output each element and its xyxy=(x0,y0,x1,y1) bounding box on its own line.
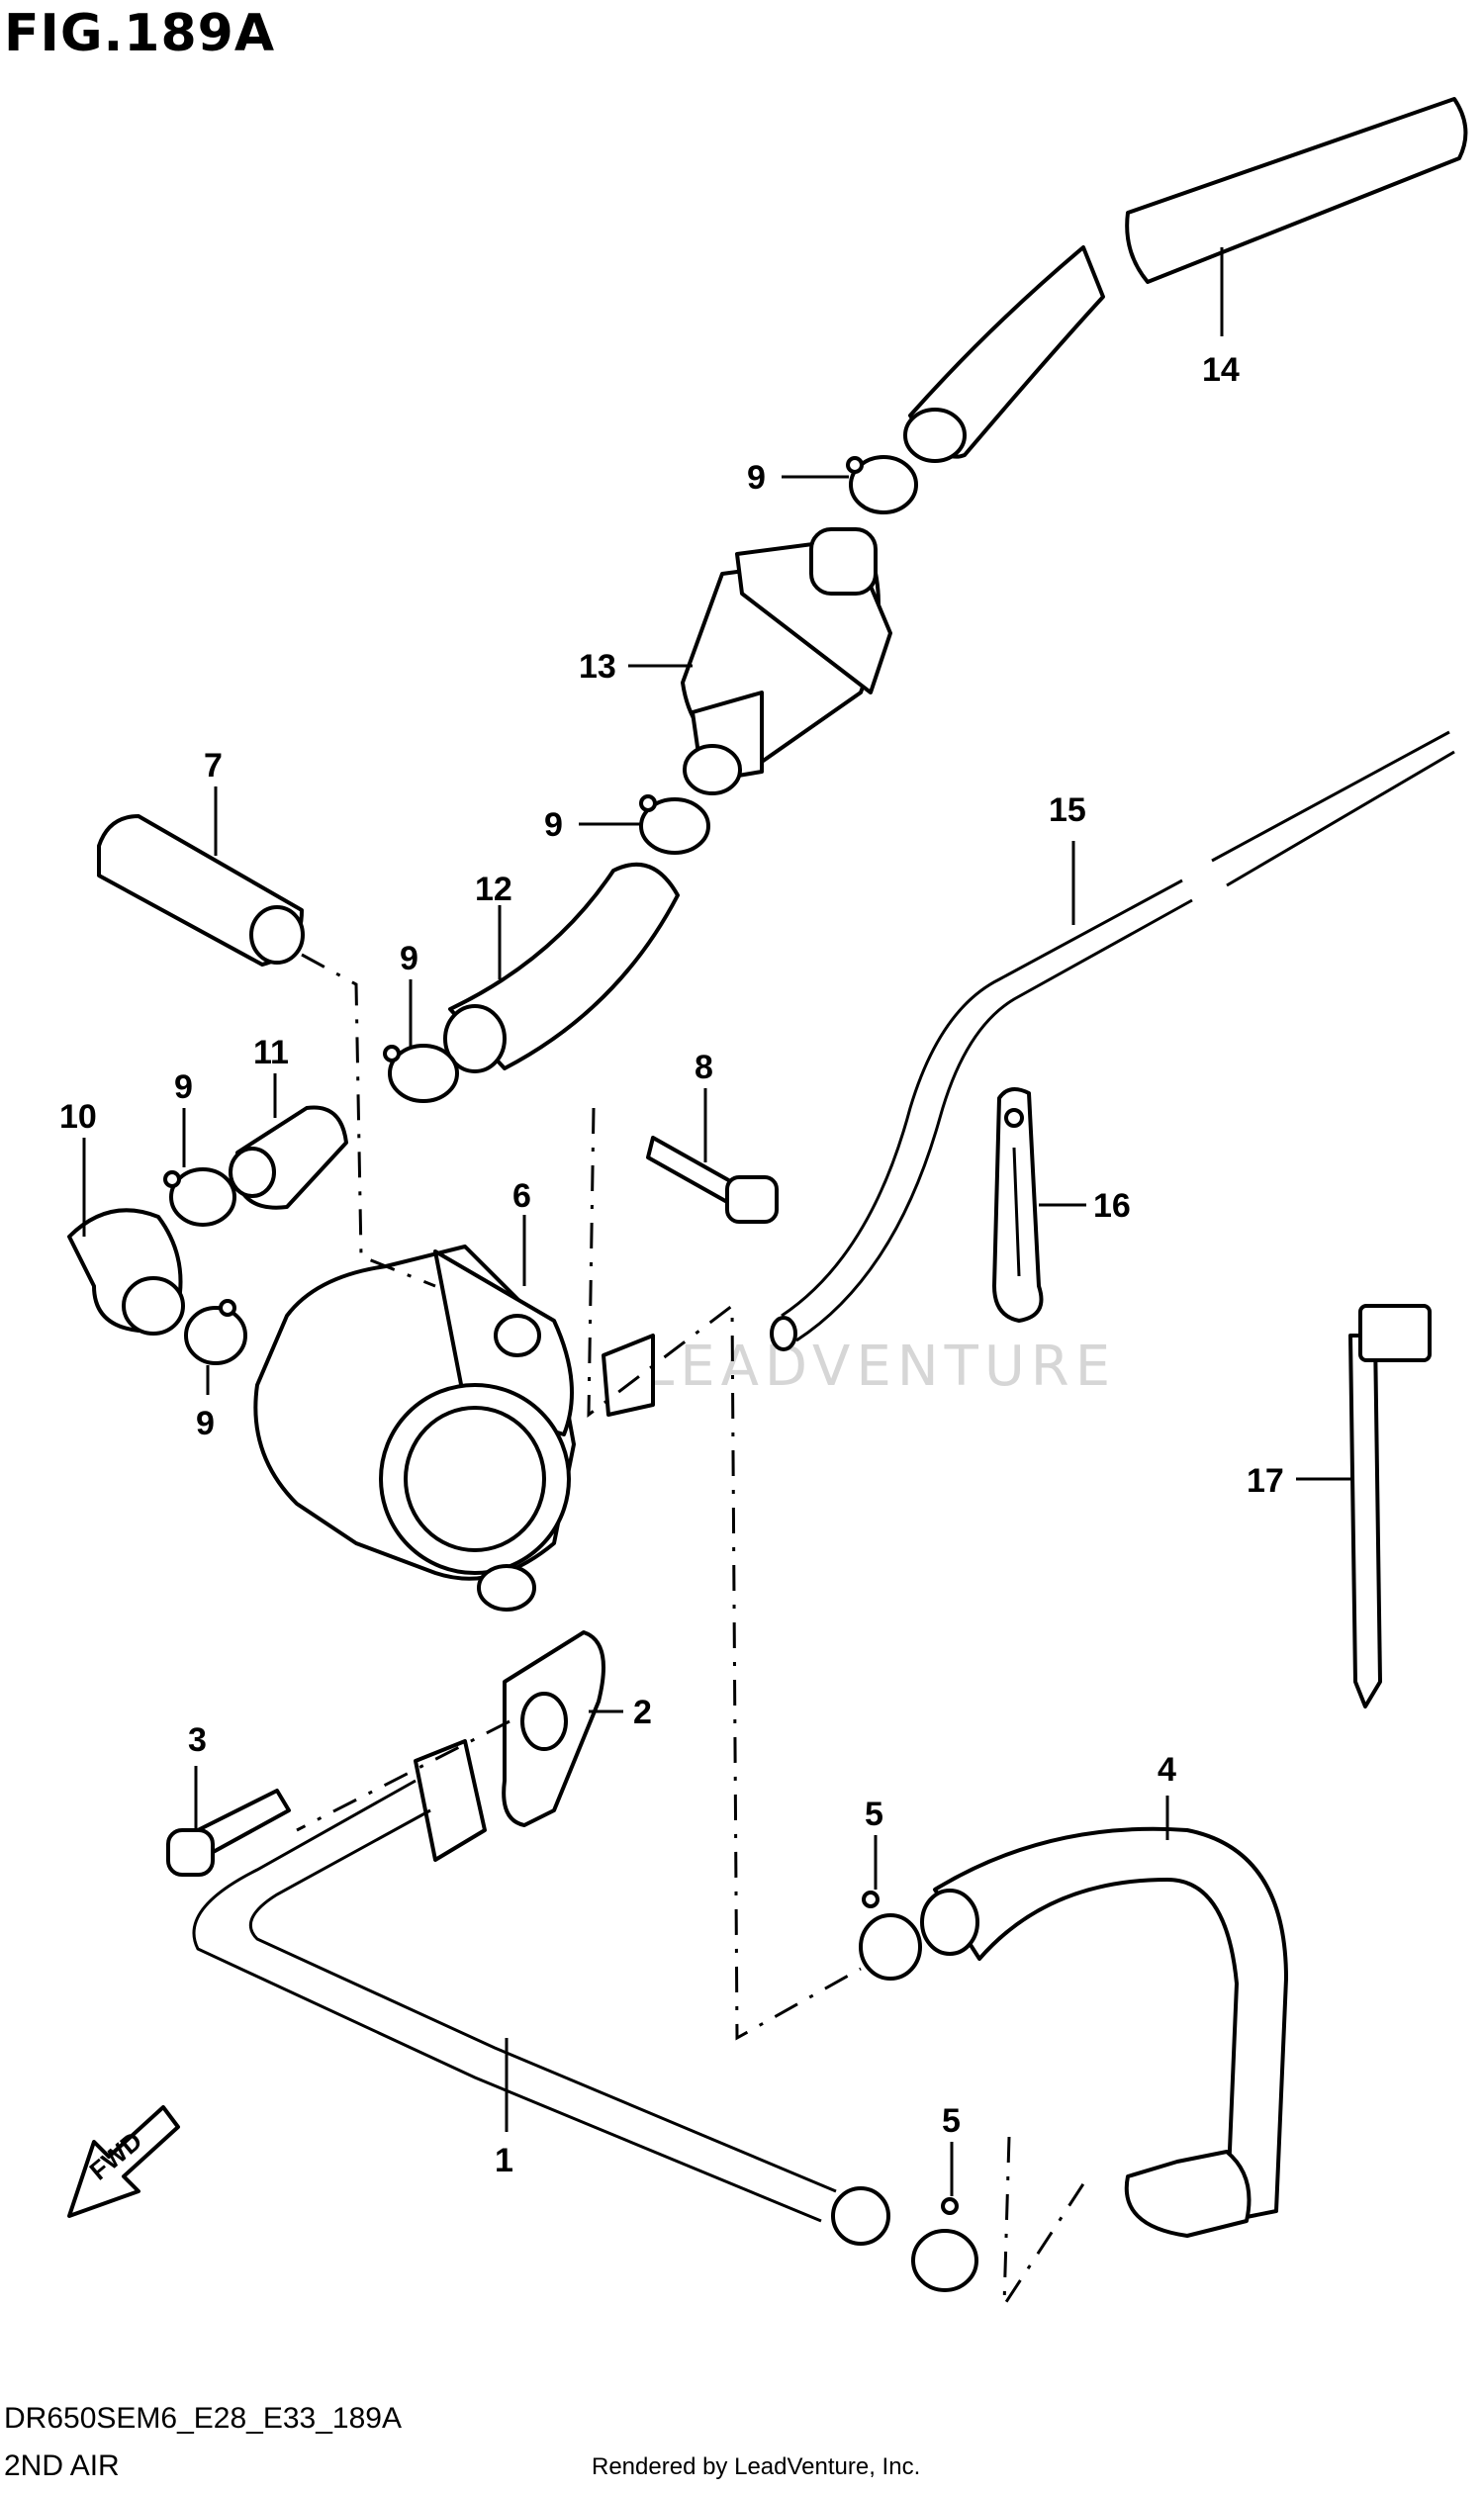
part-3-bolt[interactable] xyxy=(166,1789,291,1877)
figure-title: FIG.189A xyxy=(4,4,276,63)
part-4-hose[interactable] xyxy=(920,1826,1288,2238)
callout-10: 10 xyxy=(59,1098,97,1136)
callout-9d: 9 xyxy=(174,1068,193,1106)
diagram-subtitle: 2ND AIR xyxy=(4,2449,120,2482)
part-6-air-valve[interactable] xyxy=(253,1245,655,1612)
watermark-text: LEADVENTURE xyxy=(643,1335,1116,1399)
diagram-code: DR650SEM6_E28_E33_189A xyxy=(4,2402,402,2435)
callout-8: 8 xyxy=(695,1049,713,1086)
part-13-reed-valve[interactable] xyxy=(681,527,892,795)
callout-9b: 9 xyxy=(544,806,563,844)
callout-9a: 9 xyxy=(747,459,766,497)
part-9-clamp-c[interactable] xyxy=(383,1044,459,1103)
part-10-elbow-hose[interactable] xyxy=(67,1208,185,1336)
part-1-pipe[interactable] xyxy=(192,1739,890,2246)
part-15-tube[interactable] xyxy=(770,730,1455,1351)
callout-5a: 5 xyxy=(865,1796,883,1833)
part-12-hose[interactable] xyxy=(443,862,680,1073)
part-9-clamp-a[interactable] xyxy=(846,455,918,514)
callout-14: 14 xyxy=(1202,351,1240,389)
callout-9c: 9 xyxy=(400,940,418,977)
part-16-band[interactable] xyxy=(992,1087,1044,1323)
part-9-clamp-b[interactable] xyxy=(639,794,710,855)
callout-4: 4 xyxy=(1158,1751,1176,1789)
callout-15: 15 xyxy=(1049,791,1086,829)
callout-17: 17 xyxy=(1247,1462,1284,1500)
part-9-clamp-e[interactable] xyxy=(184,1299,247,1365)
callout-16: 16 xyxy=(1093,1187,1131,1225)
part-7-hose[interactable] xyxy=(97,814,305,967)
part-8-bolt[interactable] xyxy=(646,1136,779,1224)
part-5-clamp-b[interactable] xyxy=(911,2197,978,2292)
rendered-by-credit: Rendered by LeadVenture, Inc. xyxy=(592,2453,921,2480)
callout-2: 2 xyxy=(633,1694,652,1731)
part-11-fitting[interactable] xyxy=(229,1105,348,1210)
callout-11: 11 xyxy=(253,1034,289,1071)
callout-1: 1 xyxy=(495,2142,513,2179)
callout-7: 7 xyxy=(204,747,223,785)
part-2-gasket[interactable] xyxy=(502,1630,605,1827)
callout-12: 12 xyxy=(475,871,512,908)
callout-9e: 9 xyxy=(196,1405,215,1442)
callout-13: 13 xyxy=(579,648,616,686)
fwd-arrow-icon: FWD xyxy=(67,2105,180,2218)
part-17-clamp-sensor[interactable] xyxy=(1348,1304,1432,1708)
part-5-clamp-a[interactable] xyxy=(859,1891,922,1981)
callout-5b: 5 xyxy=(942,2102,961,2140)
callout-6: 6 xyxy=(512,1177,531,1215)
part-9-clamp-d[interactable] xyxy=(163,1167,236,1227)
callout-3: 3 xyxy=(188,1721,207,1759)
part-14-hose[interactable] xyxy=(903,97,1468,463)
